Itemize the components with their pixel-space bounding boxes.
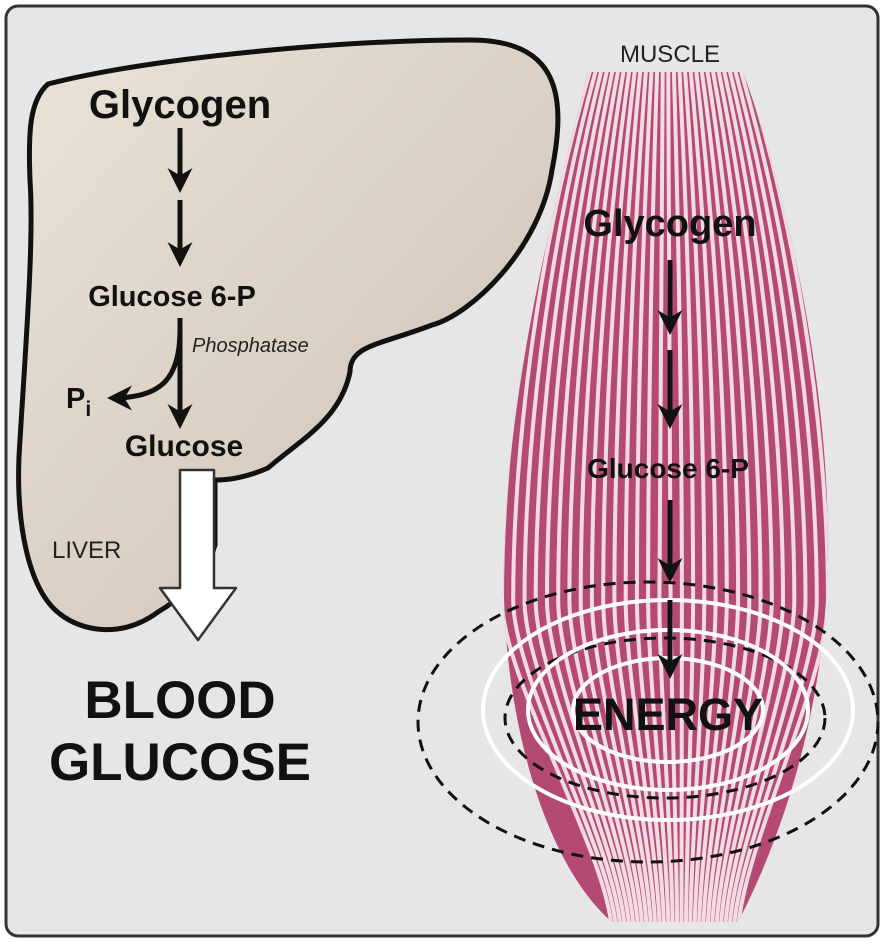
muscle-fiber-stripe [544,72,632,922]
muscle-name-label: MUSCLE [620,41,720,68]
muscle-fiber-stripe [671,72,684,922]
liver-glycogen-label: Glycogen [89,83,271,127]
muscle-fiber-stripe [714,72,774,922]
muscle-fiber-stripe [698,72,741,922]
muscle-fiber-stripe [692,72,729,922]
muscle-fiber-stripe [556,72,636,922]
muscle-fiber-stripe [657,72,675,922]
muscle-energy-label: ENERGY [573,689,763,740]
blood-glucose-line2: GLUCOSE [49,733,311,792]
liver-phosphatase-label: Phosphatase [192,335,309,357]
muscle-glycogen-label: Glycogen [583,203,756,245]
liver-shape [16,37,561,633]
muscle-fiber-stripe [578,72,645,922]
liver-arrow-pi [107,329,183,411]
energy-ring-inner-dashed [503,636,827,800]
liver-pi-subscript: i [85,398,91,421]
muscle-fiber-stripe [533,72,627,922]
liver-glucose-label: Glucose [125,430,243,463]
muscle-fiber-stripe [682,72,707,922]
muscle-fiber-stripe [589,72,649,922]
muscle-fibers [503,72,828,922]
muscle-fiber-stripe [634,72,667,922]
muscle-fiber-stripe [718,72,786,922]
energy-ring-outer-dashed [416,580,880,864]
liver-pi-main: P [66,383,85,415]
muscle-label-backdrop [590,34,748,70]
muscle-fiber-stripe [601,72,654,922]
liver-name-label: LIVER [52,537,121,564]
liver-glucose6p-label: Glucose 6-P [88,281,256,313]
muscle-fiber-stripe [522,72,623,922]
blood-glucose-arrow [158,468,238,642]
liver-pi-label: Pi [66,383,91,421]
muscle-fiber-stripe [703,72,752,922]
muscle-fiber-stripe [687,72,718,922]
muscle-fiber-stripe [731,72,819,922]
muscle-glucose6p-label: Glucose 6-P [587,453,749,484]
liver-arrows [107,128,193,429]
blood-glucose-line1: BLOOD [84,671,275,730]
muscle-fiber-stripe [511,72,619,922]
muscle-fiber-stripe [567,72,641,922]
muscle-shape [503,72,828,922]
muscle-fiber-stripe [727,72,808,922]
muscle-fiber-stripe [723,72,797,922]
muscle-fiber-stripe [736,72,828,922]
muscle-fiber-stripe [708,72,763,922]
